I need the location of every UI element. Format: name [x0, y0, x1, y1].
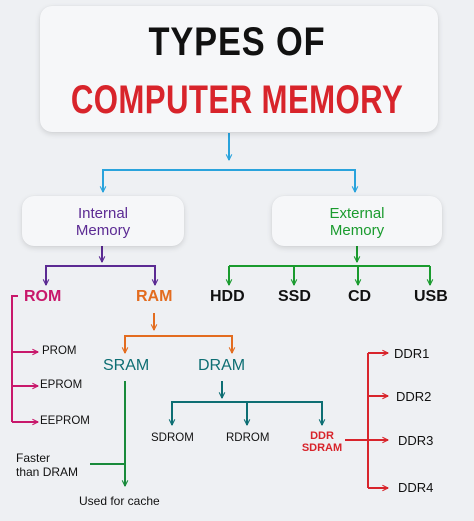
internal-memory-label: Internal Memory — [75, 205, 131, 239]
title-line-1: TYPES OF — [148, 20, 326, 64]
sram-note-cache: Used for cache — [79, 494, 160, 508]
dram-arrows — [172, 381, 322, 425]
ram-node: RAM — [136, 288, 173, 305]
internal-memory-card — [22, 196, 184, 246]
rom-node: ROM — [24, 288, 62, 305]
title-line-2: COMPUTER MEMORY — [70, 78, 404, 122]
ddr-gen-ddr3: DDR3 — [398, 433, 434, 448]
title-card — [40, 6, 438, 132]
external-type-cd: CD — [348, 288, 372, 305]
sram-note-faster: Faster than DRAM — [16, 451, 79, 479]
rom-type-eprom: EPROM — [40, 379, 83, 391]
ddr-gen-ddr1: DDR1 — [394, 346, 430, 361]
external-memory-arrows — [229, 246, 430, 285]
internal-memory-arrows — [46, 246, 155, 285]
sram-arrows — [90, 381, 125, 486]
ddr-gen-ddr2: DDR2 — [396, 389, 432, 404]
title-to-categories-arrows — [103, 133, 355, 192]
dram-type-rdrom: RDROM — [226, 432, 270, 444]
ram-arrows — [125, 313, 232, 353]
external-type-usb: USB — [414, 288, 448, 305]
external-type-ssd: SSD — [278, 288, 311, 305]
ddr-gen-ddr4: DDR4 — [398, 480, 434, 495]
dram-type-sdrom: SDROM — [151, 432, 194, 444]
external-memory-card — [272, 196, 442, 246]
rom-type-prom: PROM — [42, 345, 77, 357]
dram-type-ddr-sdram: DDR SDRAM — [301, 430, 343, 454]
external-memory-label: External Memory — [329, 205, 385, 239]
external-type-hdd: HDD — [210, 288, 245, 305]
rom-arrows — [11, 295, 38, 422]
sram-node: SRAM — [103, 357, 150, 374]
rom-type-eeprom: EEPROM — [40, 415, 90, 427]
ddr-arrows — [345, 353, 388, 488]
dram-node: DRAM — [198, 357, 246, 374]
